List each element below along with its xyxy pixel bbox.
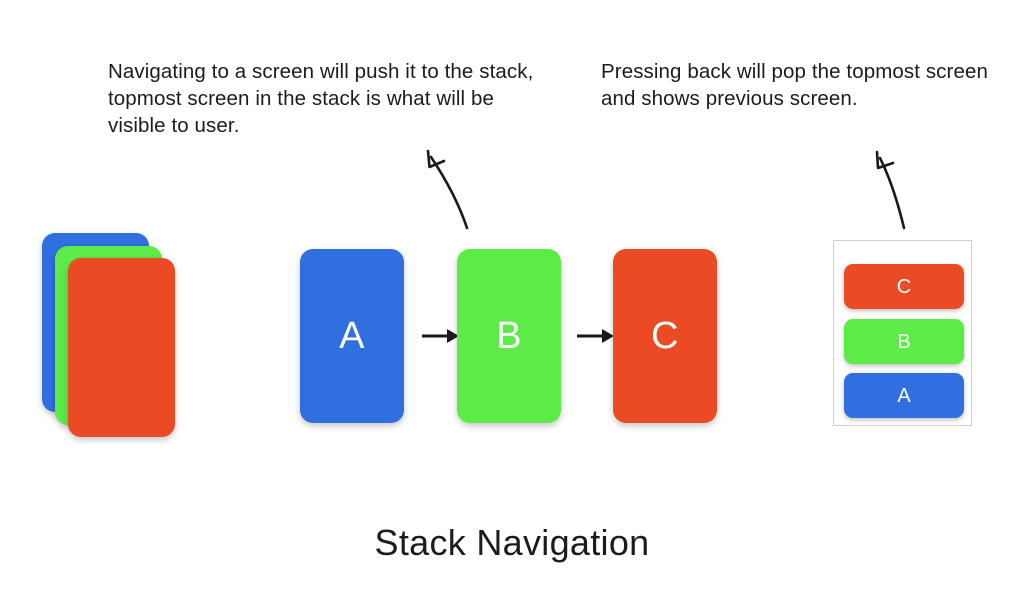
flow-card-a-label: A (339, 315, 365, 357)
arrow-right-icon-b-to-c (574, 322, 616, 350)
stack-item-b-label: B (897, 330, 911, 353)
curved-arrow-up-left-icon-pop (862, 143, 932, 238)
stack-item-c: C (844, 264, 964, 309)
caption-pop-description: Pressing back will pop the topmost scree… (601, 60, 988, 110)
stack-item-a: A (844, 373, 964, 418)
curved-arrow-up-left-icon-push (415, 140, 485, 235)
flow-card-a: A (300, 249, 404, 423)
stack-item-b: B (844, 319, 964, 364)
flow-card-b: B (457, 249, 561, 423)
page-title: Stack Navigation (374, 522, 650, 563)
stack-item-c-label: C (896, 275, 912, 298)
fanned-card-front-orange (68, 258, 175, 437)
caption-push-description: Navigating to a screen will push it to t… (108, 60, 534, 137)
arrow-right-icon-a-to-b (419, 322, 461, 350)
flow-card-c: C (613, 249, 717, 423)
flow-card-b-label: B (496, 315, 522, 357)
navigation-stack-panel: C B A (833, 240, 972, 426)
flow-card-c-label: C (651, 315, 679, 357)
stack-item-a-label: A (897, 384, 911, 407)
